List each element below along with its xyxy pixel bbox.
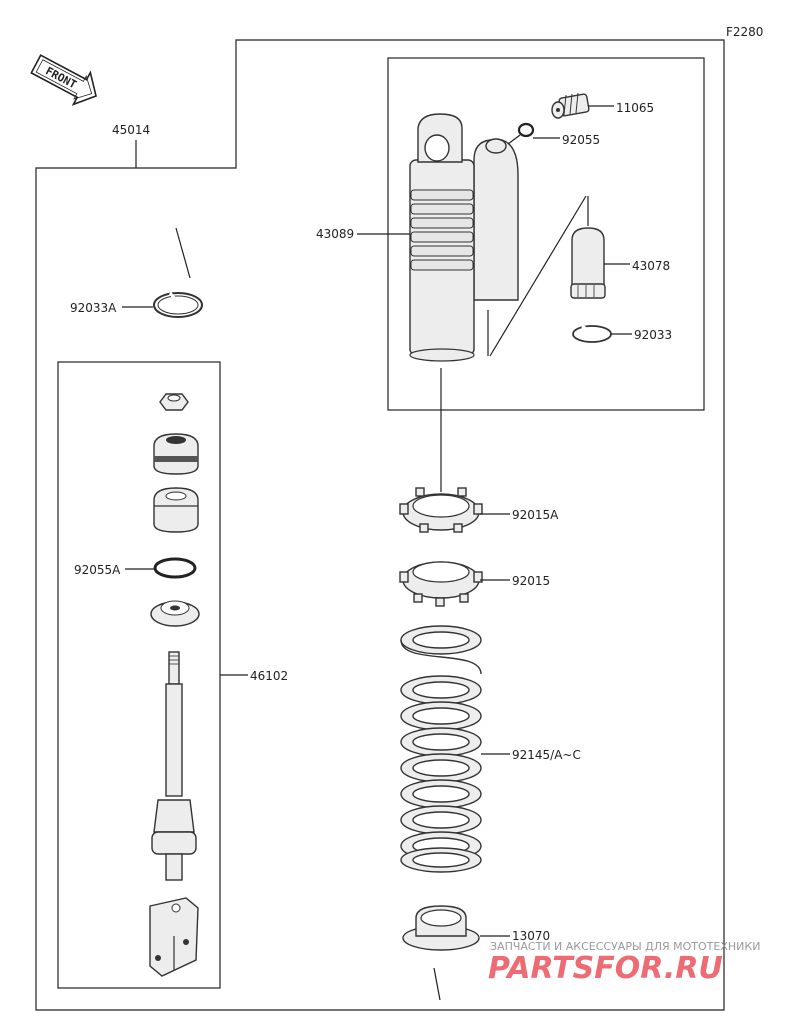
- nut-92015: [399, 561, 483, 607]
- label-13070: 13070: [512, 929, 550, 943]
- nut-small: [159, 393, 189, 411]
- label-92033a: 92033A: [70, 301, 117, 315]
- valve-11065: [551, 92, 590, 119]
- spring-seat-13070: [402, 905, 480, 951]
- ring-92033a: [153, 227, 203, 318]
- label-92015: 92015: [512, 574, 550, 588]
- watermark-brand: PARTSFOR.RU: [488, 951, 723, 986]
- label-46102: 46102: [250, 669, 288, 683]
- axis-line-bottom: [433, 967, 441, 1001]
- label-92055: 92055: [562, 133, 600, 147]
- front-arrow-icon: FRONT: [30, 54, 97, 106]
- nut-92015a: [399, 487, 483, 533]
- label-92015a: 92015A: [512, 508, 559, 522]
- reservoir-cap-43078: [570, 196, 606, 299]
- ring-92033: [572, 324, 612, 343]
- bushing-middle: [153, 487, 199, 533]
- reservoir-guide-line: [489, 195, 587, 357]
- oring-92055: [517, 122, 535, 138]
- spring-92145: [400, 625, 482, 873]
- label-45014: 45014: [112, 123, 150, 137]
- label-11065: 11065: [616, 101, 654, 115]
- label-43089: 43089: [316, 227, 354, 241]
- piston-rod: [151, 651, 197, 881]
- oring-92055a: [153, 557, 197, 579]
- label-92055a: 92055A: [74, 563, 121, 577]
- leader-92055-a: [507, 134, 521, 145]
- bushing-bottom: [150, 600, 200, 627]
- clevis-eye: [149, 897, 199, 977]
- assembly-border: [35, 39, 725, 1011]
- shock-body: [409, 113, 519, 362]
- watermark-caption: ЗАПЧАСТИ И АКСЕССУАРЫ ДЛЯ МОТОТЕХНИКИ: [490, 940, 760, 953]
- figure-code: F2280: [726, 25, 763, 39]
- label-43078: 43078: [632, 259, 670, 273]
- label-92145: 92145/A~C: [512, 748, 581, 762]
- label-92033: 92033: [634, 328, 672, 342]
- bushing-top: [153, 433, 199, 475]
